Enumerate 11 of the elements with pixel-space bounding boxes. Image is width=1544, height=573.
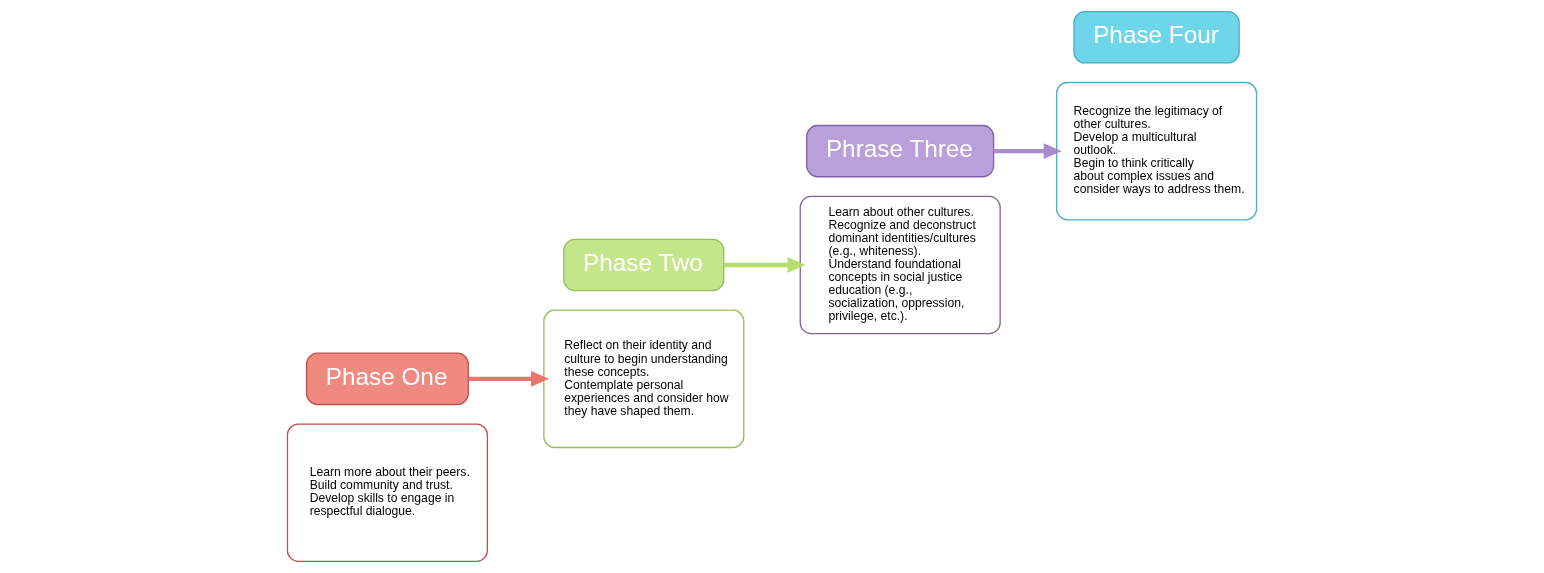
- node-box: Phrase Three: [806, 124, 995, 178]
- node-box: Recognize the legitimacy of other cultures. Develop a multicultural outlook. Begin to think critically about complex issues and consider ways to address them.: [1056, 81, 1258, 221]
- node-box: Phase Four: [1073, 11, 1240, 64]
- node-box: Learn about other cultures. Recognize and deconstruct dominant identities/cultures (e.g., whiteness). Understand foundational concepts in social justice education (e.g., socialization, oppression, privilege, etc.).: [799, 195, 1001, 335]
- arrow: [468, 370, 550, 387]
- node-box: Phase One: [305, 352, 469, 406]
- arrow: [723, 257, 806, 273]
- arrow: [993, 143, 1062, 160]
- node-box: Phase Two: [563, 238, 725, 292]
- node-box: Learn more about their peers. Build community and trust. Develop skills to engage in respectful dialogue.: [286, 423, 488, 562]
- node-box: Reflect on their identity and culture to begin understanding these concepts. Contemplate personal experiences and consider how they have shaped them.: [543, 309, 745, 449]
